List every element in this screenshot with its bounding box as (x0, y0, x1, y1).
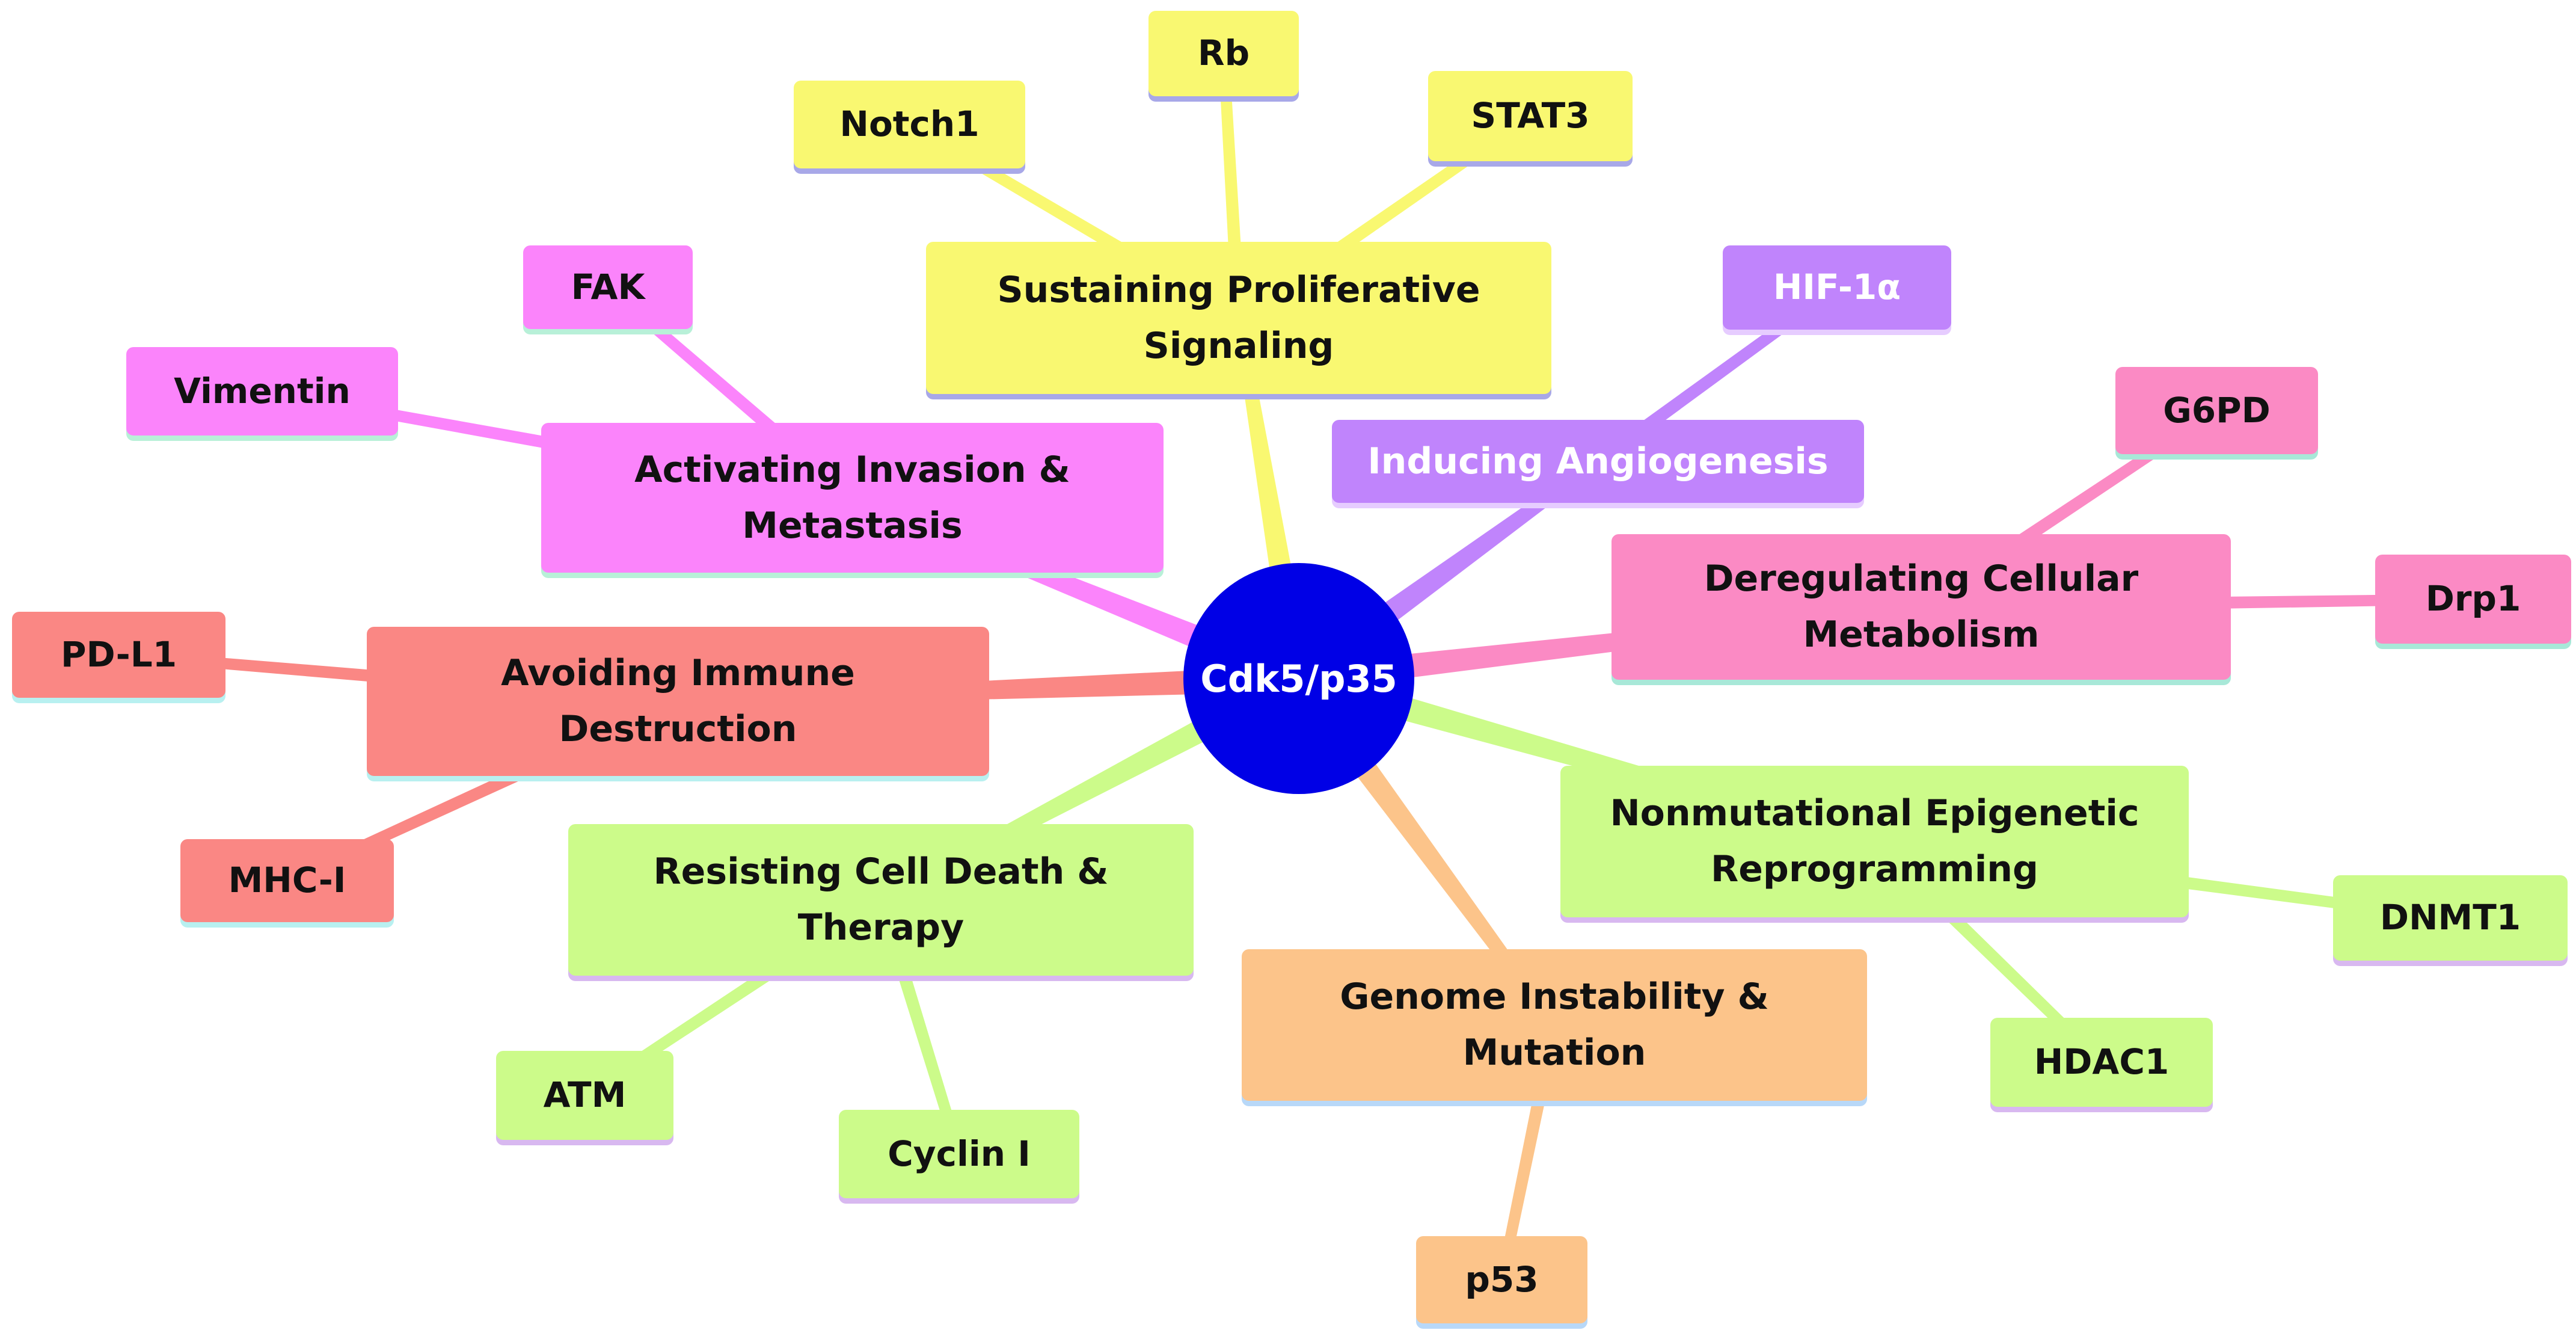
leaf-angio-0: HIF-1α (1723, 245, 1951, 330)
leaf-death-0: ATM (496, 1051, 673, 1140)
topic-metab: Deregulating Cellular Metabolism (1612, 534, 2231, 680)
topic-immune-label: Avoiding Immune Destruction (501, 652, 855, 750)
leaf-immune-0: PD-L1 (12, 612, 225, 698)
leaf-immune-1-label: MHC-I (228, 860, 346, 901)
topic-epi: Nonmutational Epigenetic Reprogramming (1560, 766, 2189, 917)
leaf-epi-1-label: HDAC1 (2034, 1041, 2170, 1083)
topic-invasion-label: Activating Invasion & Metastasis (634, 448, 1070, 547)
leaf-death-0-label: ATM (543, 1074, 627, 1116)
leaf-death-1: Cyclin I (839, 1110, 1079, 1198)
leaf-epi-0: DNMT1 (2333, 875, 2568, 961)
topic-death-label: Resisting Cell Death & Therapy (653, 851, 1109, 949)
leaf-prolif-1: Rb (1148, 11, 1299, 96)
leaf-metab-1-label: Drp1 (2425, 578, 2521, 620)
topic-angio-label: Inducing Angiogenesis (1367, 440, 1829, 482)
leaf-epi-1: HDAC1 (1990, 1018, 2213, 1107)
leaf-genome-0-label: p53 (1465, 1258, 1539, 1300)
leaf-prolif-0-label: Notch1 (839, 103, 980, 145)
leaf-prolif-2-label: STAT3 (1471, 95, 1590, 137)
topic-epi-label: Nonmutational Epigenetic Reprogramming (1610, 792, 2139, 890)
leaf-invasion-1-label: Vimentin (174, 370, 351, 411)
leaf-angio-0-label: HIF-1α (1773, 266, 1901, 308)
leaf-prolif-1-label: Rb (1197, 32, 1250, 74)
central-node: Cdk5/p35 (1183, 563, 1414, 794)
topic-angio: Inducing Angiogenesis (1332, 420, 1864, 503)
leaf-metab-0-label: G6PD (2163, 389, 2271, 431)
leaf-death-1-label: Cyclin I (888, 1133, 1031, 1174)
topic-genome: Genome Instability & Mutation (1242, 949, 1867, 1101)
topic-prolif-label: Sustaining Proliferative Signaling (997, 268, 1480, 367)
leaf-prolif-2: STAT3 (1428, 71, 1633, 161)
leaf-invasion-0: FAK (523, 245, 693, 329)
leaf-prolif-0: Notch1 (794, 81, 1025, 168)
topic-prolif: Sustaining Proliferative Signaling (926, 242, 1551, 394)
leaf-immune-1: MHC-I (180, 839, 394, 922)
topic-metab-label: Deregulating Cellular Metabolism (1704, 558, 2139, 656)
leaf-genome-0: p53 (1416, 1236, 1587, 1323)
topic-invasion: Activating Invasion & Metastasis (541, 423, 1164, 573)
leaf-metab-0: G6PD (2115, 367, 2318, 454)
topic-genome-label: Genome Instability & Mutation (1340, 976, 1769, 1074)
leaf-invasion-0-label: FAK (571, 266, 645, 307)
central-node-label: Cdk5/p35 (1200, 656, 1397, 701)
topic-death: Resisting Cell Death & Therapy (568, 824, 1194, 976)
leaf-metab-1: Drp1 (2375, 555, 2571, 644)
topic-immune: Avoiding Immune Destruction (367, 627, 989, 776)
leaf-immune-0-label: PD-L1 (60, 633, 177, 675)
leaf-epi-0-label: DNMT1 (2379, 897, 2521, 938)
leaf-invasion-1: Vimentin (126, 347, 398, 436)
